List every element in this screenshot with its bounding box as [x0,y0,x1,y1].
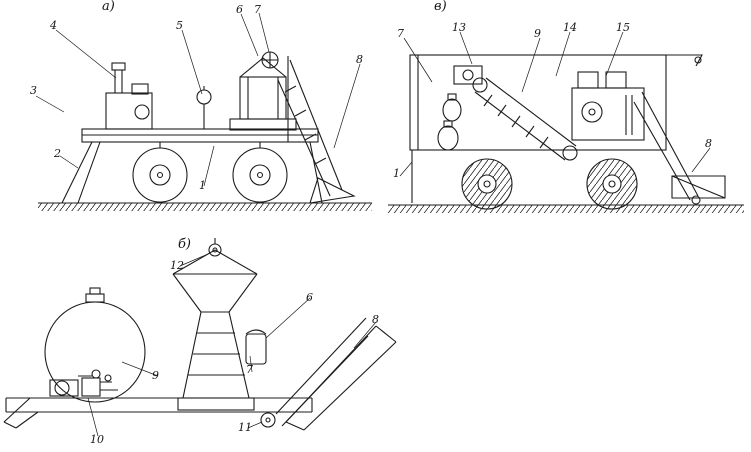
callout-b-7: 7 [246,363,253,376]
callout-a-5: 5 [176,19,183,32]
callout-v-8: 8 [705,137,712,150]
engine [105,62,153,130]
base-frame [3,397,313,429]
callout-a-6: 6 [236,3,243,16]
panel-v: в) 7 13 9 14 15 8 1 [380,0,751,225]
callout-v-13: 13 [452,21,466,34]
platform [61,128,323,204]
callout-a-8: 8 [356,53,363,66]
callout-b-8: 8 [372,313,379,326]
mixer [229,51,297,131]
callout-v-14: 14 [563,21,577,34]
wheels [461,158,638,210]
cylinder-vessel [245,329,267,365]
callout-a-3: 3 [30,84,37,97]
gauge [196,86,212,129]
loading-chute [277,56,356,204]
spherical-tank [44,287,146,403]
callout-b-6: 6 [306,291,313,304]
right-chute [275,317,397,431]
hoppers [432,93,472,151]
leader-lines [399,31,711,177]
ground-line [38,202,372,211]
pump-unit [49,369,118,397]
tower [177,311,255,411]
wheels [132,142,288,203]
apex-pulley [172,238,258,275]
callout-v-15: 15 [616,21,630,34]
panel-v-label: в) [434,0,447,14]
engine [571,71,645,141]
panel-a: а) 4 5 6 7 8 3 2 1 [20,0,380,225]
conveyor [453,65,578,161]
callout-b-10: 10 [90,433,104,446]
callout-v-7: 7 [397,27,404,40]
callout-a-1: 1 [199,179,206,192]
callout-v-1: 1 [393,167,400,180]
panel-b-drawing [3,238,397,437]
leader-lines [87,253,377,437]
ground-line [388,204,744,213]
rear-chute [633,91,726,205]
panel-a-drawing [35,12,372,211]
callout-a-7: 7 [254,3,261,16]
funnel [172,273,258,313]
panel-a-label: а) [102,0,115,14]
callout-v-9: 9 [534,27,541,40]
callout-b-11: 11 [238,421,252,434]
frame [409,54,703,203]
callout-b-9: 9 [152,369,159,382]
panel-b: б) 12 6 8 9 7 10 11 [0,230,420,452]
callout-a-4: 4 [50,19,57,32]
callout-a-2: 2 [54,147,61,160]
callout-b-12: 12 [170,259,184,272]
leader-lines [35,12,361,187]
panel-v-drawing [388,31,744,213]
panel-b-label: б) [178,237,192,252]
